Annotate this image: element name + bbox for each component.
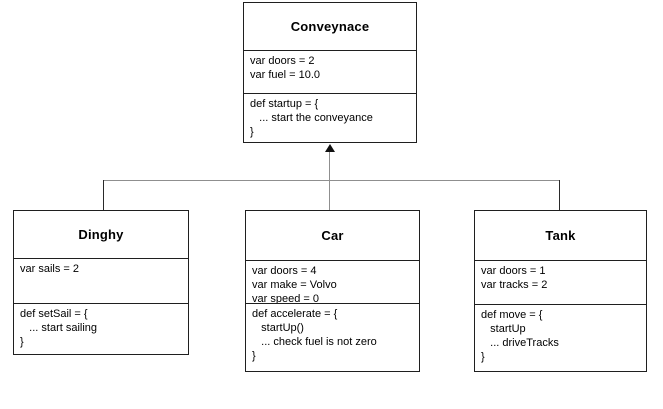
class-box-car: Car var doors = 4 var make = Volvo var s… xyxy=(245,210,420,372)
method-line: def accelerate = { xyxy=(252,308,338,320)
class-attributes: var doors = 1 var tracks = 2 xyxy=(475,261,646,305)
method-line: } xyxy=(481,351,485,363)
attribute-line: var doors = 2 xyxy=(250,55,315,67)
class-attributes: var doors = 2 var fuel = 10.0 xyxy=(244,51,416,94)
inheritance-line-left-drop xyxy=(103,180,104,210)
class-box-dinghy: Dinghy var sails = 2 def setSail = { ...… xyxy=(13,210,189,355)
class-title: Tank xyxy=(475,211,646,261)
method-line: def move = { xyxy=(481,309,543,321)
class-title: Dinghy xyxy=(14,211,188,259)
inheritance-line-horizontal xyxy=(103,180,560,181)
inheritance-arrowhead-icon xyxy=(325,144,335,152)
attribute-line: var make = Volvo xyxy=(252,279,337,291)
class-methods: def move = { startUp ... driveTracks } xyxy=(475,305,646,371)
method-line: } xyxy=(252,350,256,362)
attribute-line: var doors = 4 xyxy=(252,265,317,277)
attribute-line: var fuel = 10.0 xyxy=(250,69,321,81)
attribute-line: var tracks = 2 xyxy=(481,279,548,291)
class-methods: def setSail = { ... start sailing } xyxy=(14,304,188,354)
method-line: } xyxy=(20,336,24,348)
method-line: } xyxy=(250,126,254,138)
class-box-conveynace: Conveynace var doors = 2 var fuel = 10.0… xyxy=(243,2,417,143)
attribute-line: var sails = 2 xyxy=(20,263,79,275)
method-line: startUp() xyxy=(252,322,304,334)
class-box-tank: Tank var doors = 1 var tracks = 2 def mo… xyxy=(474,210,647,372)
method-line: def setSail = { xyxy=(20,308,88,320)
class-title: Car xyxy=(246,211,419,261)
class-attributes: var sails = 2 xyxy=(14,259,188,304)
method-line: ... driveTracks xyxy=(481,337,559,349)
class-methods: def startup = { ... start the conveyance… xyxy=(244,94,416,142)
method-line: def startup = { xyxy=(250,98,319,110)
attribute-line: var doors = 1 xyxy=(481,265,546,277)
method-line: startUp xyxy=(481,323,526,335)
method-line: ... check fuel is not zero xyxy=(252,336,377,348)
class-attributes: var doors = 4 var make = Volvo var speed… xyxy=(246,261,419,304)
class-methods: def accelerate = { startUp() ... check f… xyxy=(246,304,419,371)
method-line: ... start sailing xyxy=(20,322,98,334)
method-line: ... start the conveyance xyxy=(250,112,373,124)
class-title: Conveynace xyxy=(244,3,416,51)
attribute-line: var speed = 0 xyxy=(252,293,319,304)
inheritance-line-right-drop xyxy=(559,180,560,210)
